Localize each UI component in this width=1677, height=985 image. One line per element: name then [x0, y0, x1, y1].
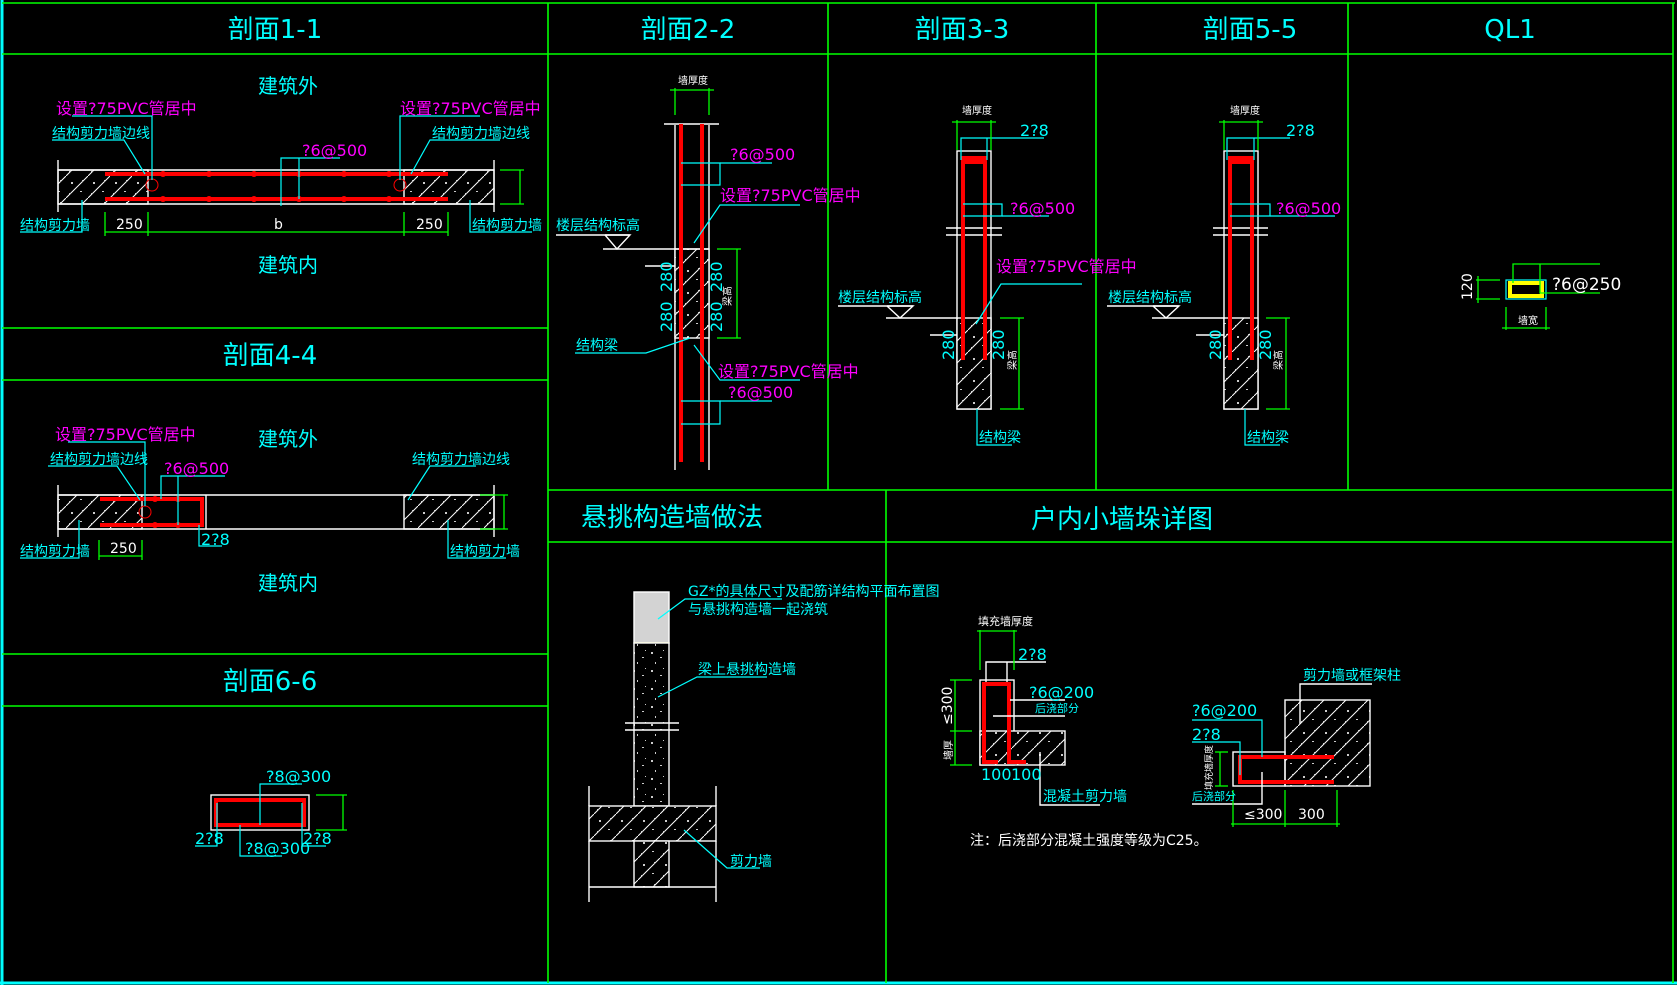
title-section-1-1: 剖面1-1: [228, 15, 322, 45]
height-120: 120: [1460, 273, 1476, 300]
label-outside: 建筑外: [258, 74, 318, 98]
section-2-2-drawing: 墙厚度 ?6@500 设置?75PVC管居中 楼层结构标高 结构梁 设置?75P…: [556, 74, 861, 470]
label-inside: 建筑内: [258, 571, 318, 595]
title-section-4-4: 剖面4-4: [223, 341, 317, 371]
stirrup-top-callout: ?6@500: [730, 145, 795, 164]
beam-height-label: 梁高: [1272, 350, 1285, 370]
dim-280: 280: [707, 261, 726, 292]
shear-wall-or-column-label: 剪力墙或框架柱: [1303, 668, 1401, 684]
structural-beam-label: 结构梁: [979, 430, 1021, 446]
structural-beam-label: 结构梁: [576, 338, 618, 354]
pvc-callout-right: 设置?75PVC管居中: [400, 99, 541, 118]
stirrup-callout: ?6@200: [1029, 683, 1094, 702]
left-bars-callout: 2?8: [195, 829, 224, 848]
shear-wall-left: 结构剪力墙: [20, 218, 90, 234]
shear-wall-left: 结构剪力墙: [20, 544, 90, 560]
stirrup-callout: ?6@500: [1010, 199, 1075, 218]
shear-wall-right: 结构剪力墙: [450, 544, 520, 560]
cantilever-wall-drawing: GZ*的具体尺寸及配筋详结构平面布置图 与悬挑构造墙一起浇筑 梁上悬挑构造墙 剪…: [588, 583, 939, 902]
wall-thickness-label: 墙厚: [942, 740, 955, 760]
ql1-drawing: 120 ?6@250 墙宽: [1460, 263, 1621, 330]
section-1-1-drawing: 建筑外 建筑内 设置?75PVC管居中 设置?75PVC管居中 结构剪力墙边线: [20, 74, 542, 277]
gz-note-line1: GZ*的具体尺寸及配筋详结构平面布置图: [688, 583, 939, 600]
infill-thickness-label: 填充墙厚度: [978, 614, 1033, 628]
infill-thickness-label: 填充墙厚度: [1203, 745, 1215, 790]
post-pour-concrete-note: 注：后浇部分混凝土强度等级为C25。: [970, 832, 1208, 849]
bars-callout: 2?8: [1192, 725, 1221, 744]
dim-280: 280: [939, 329, 958, 360]
shear-wall-label: 剪力墙: [730, 854, 772, 870]
post-pour-label: 后浇部分: [1192, 789, 1236, 803]
title-section-5-5: 剖面5-5: [1203, 15, 1297, 45]
beam-height-label: 梁高: [721, 286, 734, 306]
section-4-4-drawing: 建筑外 建筑内 设置?75PVC管居中 结构剪力墙边线 结构剪力墙边线 ?6@5…: [20, 425, 520, 595]
title-ql1: QL1: [1484, 15, 1536, 45]
small-pier-detail-a: 填充墙厚度 2?8 ?6@200 后浇部分 混凝土剪力墙 ≤300 墙厚 100…: [940, 614, 1208, 849]
title-section-2-2: 剖面2-2: [641, 15, 735, 45]
wall-edge-left: 结构剪力墙边线: [50, 452, 148, 468]
dim-280: 280: [989, 329, 1008, 360]
dim-b: b: [274, 217, 283, 233]
bars-callout: 2?8: [1286, 121, 1315, 140]
pvc-callout: 设置?75PVC管居中: [996, 257, 1137, 276]
wall-edge-right: 结构剪力墙边线: [412, 452, 510, 468]
title-section-6-6: 剖面6-6: [223, 667, 317, 697]
dim-280: 280: [657, 261, 676, 292]
wall-edge-left: 结构剪力墙边线: [52, 126, 150, 142]
concrete-shear-wall-label: 混凝土剪力墙: [1043, 789, 1127, 805]
stirrup-callout: ?6@500: [164, 459, 229, 478]
top-bar-callout: ?8@300: [266, 767, 331, 786]
dim-le-300: ≤300: [940, 687, 956, 725]
dim-250-right: 250: [416, 217, 443, 233]
dim-100-right: 100: [1011, 765, 1042, 784]
dim-250-left: 250: [116, 217, 143, 233]
dim-300: 300: [1298, 807, 1325, 823]
bars-callout: 2?8: [1018, 645, 1047, 664]
stirrup-callout: ?6@250: [1552, 275, 1621, 295]
title-cantilever-wall: 悬挑构造墙做法: [581, 503, 763, 533]
pvc-bottom-callout: 设置?75PVC管居中: [718, 362, 859, 381]
wall-edge-right: 结构剪力墙边线: [432, 126, 530, 142]
wall-thickness-label: 墙厚度: [962, 104, 992, 117]
bars-callout: 2?8: [1020, 121, 1049, 140]
post-pour-label: 后浇部分: [1035, 701, 1079, 715]
bars-callout: 2?8: [201, 530, 230, 549]
stirrup-callout: ?6@500: [302, 141, 367, 160]
stirrup-bottom-callout: ?6@500: [728, 383, 793, 402]
dim-le-300: ≤300: [1244, 807, 1282, 823]
beam-height-label: 梁高: [1006, 350, 1019, 370]
dim-280: 280: [1256, 329, 1275, 360]
floor-level-label: 楼层结构标高: [838, 289, 922, 306]
section-3-3-drawing: 墙厚度 2?8 ?6@500 设置?75PVC管居中 楼层结构标高 结构梁 28…: [838, 104, 1137, 446]
dim-250: 250: [110, 541, 137, 557]
right-bars-callout: 2?8: [303, 829, 332, 848]
wall-thickness-label: 墙厚度: [1230, 104, 1260, 117]
dim-280: 280: [707, 301, 726, 332]
floor-level-label: 楼层结构标高: [1108, 289, 1192, 306]
section-5-5-drawing: 墙厚度 2?8 ?6@500 楼层结构标高 结构梁 280 280 梁高: [1107, 104, 1341, 446]
label-inside: 建筑内: [258, 253, 318, 277]
cantilever-wall-label: 梁上悬挑构造墙: [698, 662, 796, 678]
structural-beam-label: 结构梁: [1247, 430, 1289, 446]
stirrup-callout: ?6@200: [1192, 701, 1257, 720]
gz-note-line2: 与悬挑构造墙一起浇筑: [688, 602, 828, 618]
dim-280: 280: [657, 301, 676, 332]
wall-width-label: 墙宽: [1518, 314, 1538, 327]
dim-100-left: 100: [981, 765, 1012, 784]
stirrup-callout: ?6@500: [1276, 199, 1341, 218]
pvc-top-callout: 设置?75PVC管居中: [720, 186, 861, 205]
pvc-callout: 设置?75PVC管居中: [55, 425, 196, 444]
pvc-callout-left: 设置?75PVC管居中: [56, 99, 197, 118]
title-small-pier: 户内小墙垛详图: [1031, 505, 1213, 535]
label-outside: 建筑外: [258, 427, 318, 451]
dim-280: 280: [1206, 329, 1225, 360]
wall-thickness-label: 墙厚度: [678, 74, 708, 87]
shear-wall-right: 结构剪力墙: [472, 218, 542, 234]
title-section-3-3: 剖面3-3: [915, 15, 1009, 45]
section-6-6-drawing: ?8@300 ?8@300 2?8 2?8: [195, 767, 347, 858]
small-pier-detail-b: 剪力墙或框架柱 ?6@200 2?8 填充墙厚度 后浇部分 ≤300 300: [1192, 668, 1401, 827]
bottom-bar-callout: ?8@300: [245, 839, 310, 858]
floor-level-label: 楼层结构标高: [556, 217, 640, 234]
